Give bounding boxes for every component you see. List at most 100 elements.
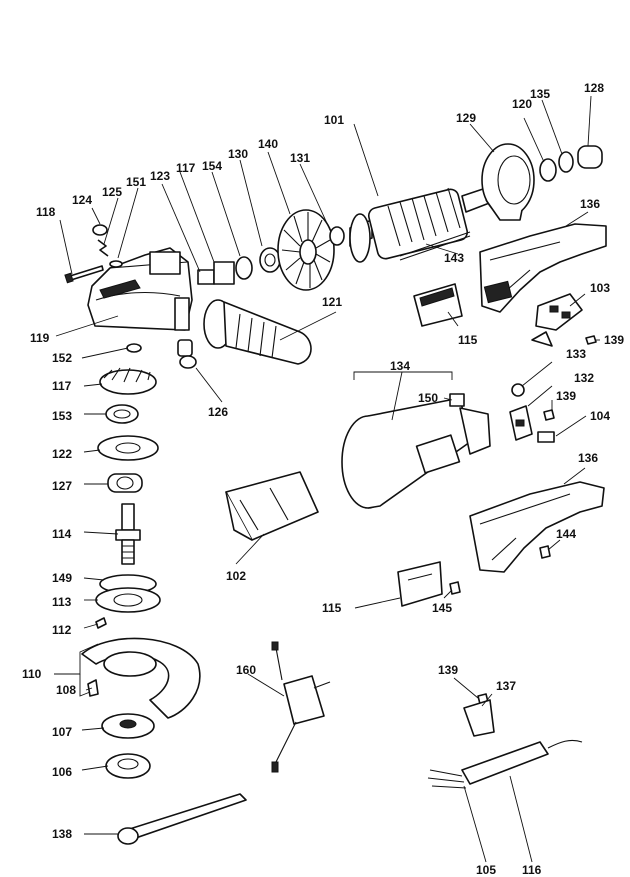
label-112: 112	[52, 623, 72, 637]
cover-115-lower-part	[397, 561, 443, 607]
screw-108-part	[87, 679, 99, 697]
label-160: 160	[236, 663, 256, 677]
label-115-upper: 115	[458, 333, 478, 347]
label-136-lower: 136	[578, 451, 598, 465]
label-102: 102	[226, 569, 246, 583]
label-108: 108	[56, 683, 76, 697]
label-136-upper: 136	[580, 197, 600, 211]
label-143: 143	[444, 251, 464, 265]
side-handle-121-part	[203, 299, 312, 365]
screw-112-part	[95, 617, 107, 629]
washer-152-part	[126, 343, 142, 353]
bearing-135-part	[558, 151, 574, 173]
screw-144-part	[539, 545, 551, 559]
screw-139-a-part	[585, 335, 597, 345]
spindle-114-part	[115, 503, 141, 565]
guard-110-part	[81, 637, 201, 719]
label-138: 138	[52, 827, 72, 841]
flange-122-part	[97, 435, 159, 461]
handle-136-upper-part	[479, 223, 607, 313]
label-114: 114	[52, 527, 72, 541]
brush-holder-132-part	[509, 405, 533, 441]
label-129: 129	[456, 111, 476, 125]
clamp-137-part	[463, 699, 495, 737]
label-106: 106	[52, 765, 72, 779]
motor-housing-134-part	[341, 397, 491, 509]
screw-118-part	[64, 265, 104, 284]
pinion-parts	[197, 247, 281, 285]
ring-128-part	[577, 145, 603, 169]
label-154: 154	[202, 159, 222, 173]
spring-133-part	[511, 383, 525, 397]
bevel-gear-117-part	[99, 367, 157, 395]
label-152: 152	[52, 351, 72, 365]
wrench-138-part	[117, 793, 247, 845]
label-117-top: 117	[176, 161, 196, 175]
label-139-b: 139	[556, 389, 576, 403]
fan-140-part	[277, 209, 335, 291]
bearing-153-part	[105, 404, 139, 424]
label-132: 132	[574, 371, 594, 385]
label-139-c: 139	[438, 663, 458, 677]
label-104: 104	[590, 409, 610, 423]
label-110: 110	[22, 667, 42, 681]
label-103: 103	[590, 281, 610, 295]
button-126-part	[177, 339, 197, 369]
label-144: 144	[556, 527, 576, 541]
label-134: 134	[390, 359, 410, 373]
flange-107-part	[101, 713, 155, 739]
screw-145-part	[449, 581, 461, 595]
nut-106-part	[105, 753, 151, 779]
spring-125-part	[97, 239, 109, 257]
label-140: 140	[258, 137, 278, 151]
label-113: 113	[52, 595, 72, 609]
leader-lines	[54, 95, 600, 863]
bearing-127-part	[107, 473, 143, 493]
label-127: 127	[52, 479, 72, 493]
label-116: 116	[522, 863, 542, 877]
label-122: 122	[52, 447, 72, 461]
rod-143-part	[399, 231, 471, 257]
label-101: 101	[324, 113, 344, 127]
part-labels: 101 102 103 104 105 106 107 108 110 112 …	[22, 81, 624, 877]
label-131: 131	[290, 151, 310, 165]
label-124: 124	[72, 193, 92, 207]
label-151: 151	[126, 175, 146, 189]
label-123: 123	[150, 169, 170, 183]
brush-104-part	[537, 431, 555, 443]
label-133: 133	[566, 347, 586, 361]
label-130: 130	[228, 147, 248, 161]
label-135: 135	[530, 87, 550, 101]
label-126: 126	[208, 405, 228, 419]
label-150: 150	[418, 391, 438, 405]
label-139-a: 139	[604, 333, 624, 347]
bearing-cap-113-part	[95, 587, 161, 613]
label-149: 149	[52, 571, 72, 585]
label-118: 118	[36, 205, 56, 219]
power-cord-116-part	[427, 739, 583, 789]
label-115-lower: 115	[322, 601, 342, 615]
label-117-left: 117	[52, 379, 72, 393]
module-160-part	[271, 641, 331, 773]
handle-136-lower-part	[469, 481, 605, 573]
bearing-housing-129-part	[481, 143, 535, 221]
armature-101-part	[349, 185, 493, 263]
label-120: 120	[512, 97, 532, 111]
ring-120-part	[539, 158, 557, 182]
label-137: 137	[496, 679, 516, 693]
label-121: 121	[322, 295, 342, 309]
screw-139-b-part	[543, 409, 555, 421]
label-145: 145	[432, 601, 452, 615]
part-124	[92, 224, 108, 236]
label-125: 125	[102, 185, 122, 199]
stator-102-part	[225, 471, 319, 541]
label-105: 105	[476, 863, 496, 877]
label-107: 107	[52, 725, 72, 739]
gear-housing-part	[87, 247, 193, 331]
washer-131-part	[329, 226, 345, 246]
brush-150-part	[449, 393, 465, 407]
cover-115-upper-part	[413, 283, 463, 327]
switch-103-part	[531, 293, 583, 347]
